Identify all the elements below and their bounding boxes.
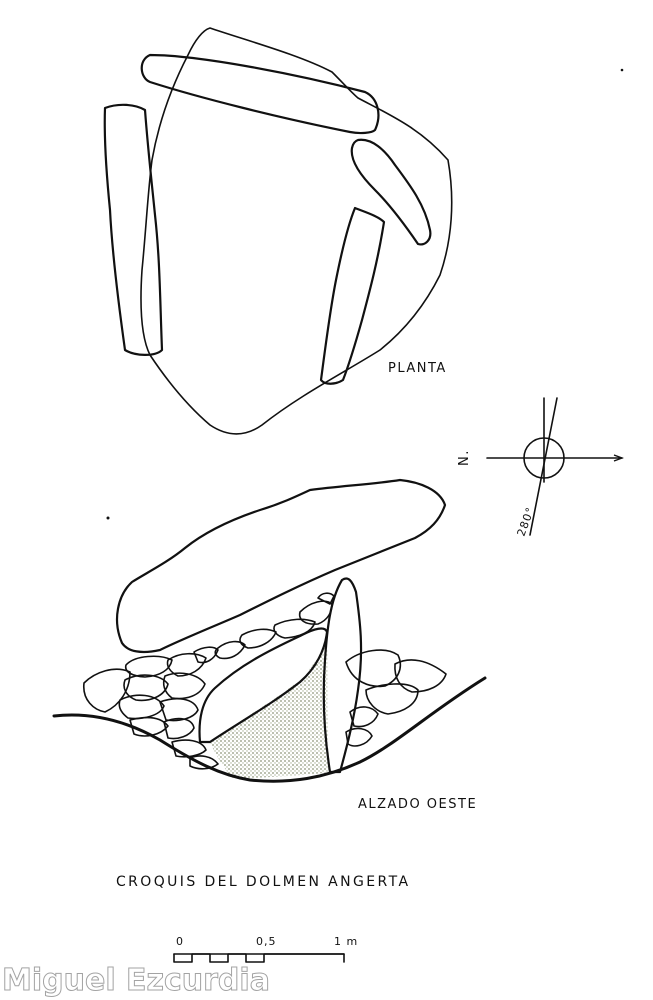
scale-tick-0: 0 — [176, 935, 184, 948]
elevation-label: ALZADO OESTE — [358, 797, 477, 812]
arrow-right-icon — [613, 454, 624, 462]
north-label: N. — [457, 449, 472, 466]
capstone-outline — [140, 27, 453, 435]
ground-line — [52, 676, 487, 783]
elevation-view: ALZADO OESTE — [52, 478, 487, 812]
scale-bar: 0 0,5 1 m — [173, 935, 358, 963]
plan-view: PLANTA — [103, 27, 453, 435]
scale-tick-mid: 0,5 — [256, 935, 277, 948]
orthostat-right-long — [319, 206, 386, 385]
scale-tick-end: 1 m — [334, 935, 358, 948]
chamber-stipple — [210, 640, 330, 778]
orthostat-left — [103, 103, 164, 356]
plan-label: PLANTA — [388, 361, 447, 376]
capstone — [115, 478, 447, 654]
scale-bar-line — [173, 953, 345, 963]
orthostat-right-short — [350, 138, 432, 246]
inner-slab — [198, 627, 329, 744]
compass: N. 280° — [457, 397, 624, 538]
drawing-title: CROQUIS DEL DOLMEN ANGERTA — [116, 874, 410, 890]
orthostat-top — [140, 53, 380, 135]
upright-orthostat — [322, 577, 363, 774]
watermark: Miguel Ezcurdia — [2, 963, 270, 998]
bearing-label: 280° — [515, 505, 538, 538]
